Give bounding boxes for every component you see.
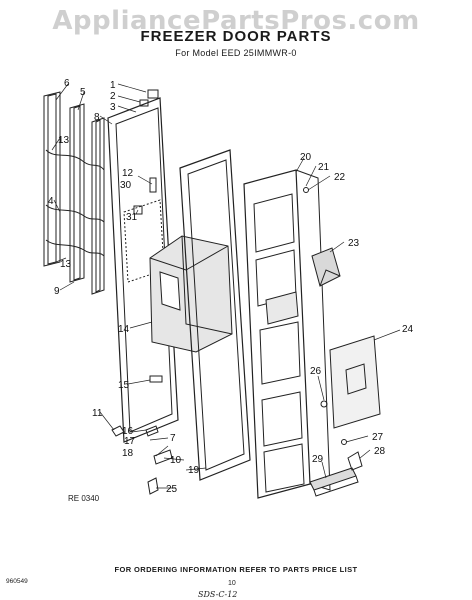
ice-chute	[311, 247, 341, 287]
callout-27: 27	[372, 432, 384, 443]
callout-2: 2	[110, 91, 116, 102]
callout-10: 10	[170, 455, 182, 466]
callout-26: 26	[310, 366, 322, 377]
callout-14: 14	[118, 324, 130, 335]
dispenser-housing	[149, 235, 233, 353]
corner-code: 960549	[6, 578, 28, 585]
callout-28: 28	[374, 446, 386, 457]
callout-30: 30	[120, 180, 132, 191]
callout-21: 21	[318, 162, 330, 173]
small-hardware	[111, 89, 363, 495]
callout-16: 16	[122, 426, 134, 437]
watermark: AppliancePartsPros.com	[52, 6, 420, 36]
hinge-bar	[309, 467, 359, 497]
model-subtitle: For Model EED 25IMMWR-0	[175, 48, 297, 58]
callout-31: 31	[126, 212, 138, 223]
callout-13-upper: 13	[58, 135, 70, 146]
callout-17: 17	[124, 436, 136, 447]
callout-20: 20	[300, 152, 312, 163]
inner-door-shelves	[243, 169, 331, 499]
callout-8: 8	[94, 112, 100, 123]
ordering-note: FOR ORDERING INFORMATION REFER TO PARTS …	[114, 565, 358, 574]
page-number: 10	[228, 580, 236, 587]
figure-code: RE 0340	[68, 494, 100, 503]
callout-29: 29	[312, 454, 324, 465]
callout-15: 15	[118, 380, 130, 391]
diagram-title: FREEZER DOOR PARTS	[140, 28, 332, 45]
callout-18: 18	[122, 448, 134, 459]
handwritten-note: SDS-C-12	[198, 590, 238, 599]
callout-25: 25	[166, 484, 178, 495]
callout-12: 12	[122, 168, 134, 179]
callout-6: 6	[64, 78, 70, 89]
callout-9: 9	[54, 286, 60, 297]
gasket-strips	[43, 91, 105, 295]
callout-13-lower: 13	[60, 259, 72, 270]
callout-11: 11	[92, 408, 103, 419]
door-liner	[179, 149, 251, 481]
callout-1: 1	[110, 80, 116, 91]
callout-5: 5	[80, 87, 86, 98]
callout-22: 22	[334, 172, 346, 183]
callout-labels: 1 2 3 4 5 6 7 8 9 10 11 12 13 13 14 15 1…	[48, 78, 414, 495]
callout-3: 3	[110, 102, 116, 113]
callout-19: 19	[188, 465, 200, 476]
callout-23: 23	[348, 238, 360, 249]
cover-plate	[329, 335, 381, 429]
callout-24: 24	[402, 324, 414, 335]
callout-7: 7	[170, 433, 176, 444]
leader-lines	[51, 83, 401, 489]
callout-4: 4	[48, 196, 54, 207]
